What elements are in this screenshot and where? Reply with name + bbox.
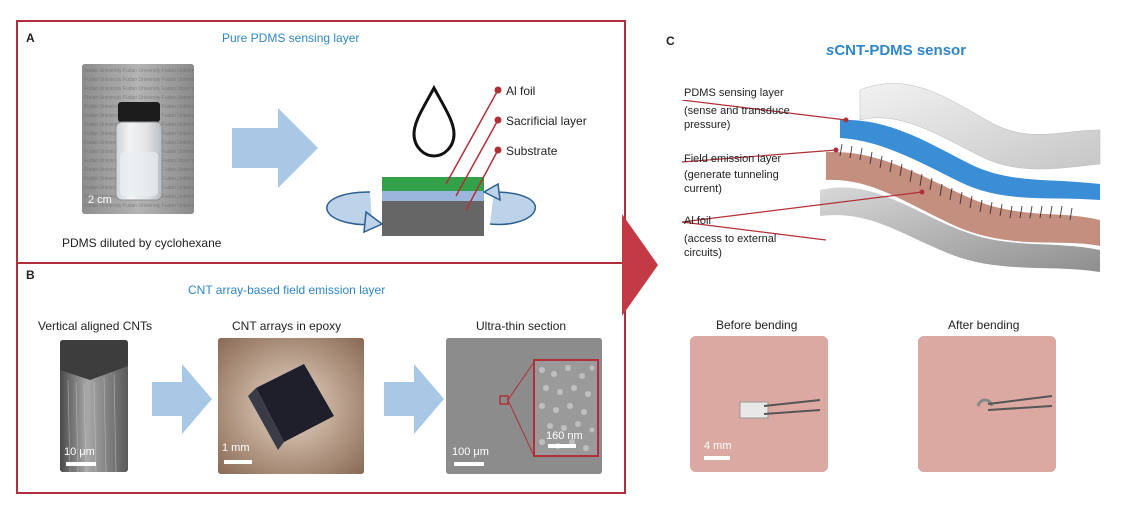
- arrow-right-icon: [384, 364, 444, 434]
- panel-c-letter: C: [666, 34, 675, 48]
- layer-al-foil-desc1: (access to external: [684, 233, 777, 245]
- scale-bar: [704, 456, 730, 460]
- caption-vertical-cnts: Vertical aligned CNTs: [38, 319, 153, 333]
- bottle-background-text: Fudan University Fudan University Fudan …: [84, 68, 194, 74]
- layer-al-foil-desc2: circuits): [684, 247, 722, 259]
- vial-caption: PDMS diluted by cyclohexane: [62, 236, 222, 250]
- scale-label-inset: 160 nm: [546, 430, 583, 442]
- layer-leader-lines: [681, 100, 925, 241]
- label-sacrificial-layer: Sacrificial layer: [506, 114, 587, 128]
- arrow-right-icon: [152, 364, 212, 434]
- photo-scale-label: 4 mm: [704, 440, 732, 452]
- layer-field-emission-desc1: (generate tunneling: [684, 169, 779, 181]
- layer-al-foil-label: Al foil (access to external circuits): [684, 214, 776, 260]
- panel-b-title: CNT array-based field emission layer: [188, 283, 386, 297]
- rotate-right-icon: [489, 191, 537, 226]
- photo-before-bending: 4 mm: [690, 336, 828, 472]
- droplet-icon: [412, 84, 456, 158]
- after-bending-label: After bending: [948, 318, 1020, 332]
- bottle-background-text: Fudan University Fudan University Fudan …: [84, 95, 194, 101]
- scale-bar: [224, 460, 252, 464]
- layer-field-emission-desc2: current): [684, 183, 722, 195]
- rotate-left-icon: [326, 191, 373, 226]
- layer-pdms-label: PDMS sensing layer (sense and transduce …: [684, 86, 790, 132]
- scale-label-section: 100 μm: [452, 446, 489, 458]
- panel-b-frame: [16, 262, 626, 494]
- panel-a-title: Pure PDMS sensing layer: [222, 31, 360, 45]
- before-bending-label: Before bending: [716, 318, 798, 332]
- sem-vertical-cnts: 10 μm: [60, 340, 128, 472]
- scale-bar: [66, 462, 96, 466]
- bottle-background-text: Fudan University Fudan University Fudan …: [84, 86, 194, 92]
- caption-cnt-epoxy: CNT arrays in epoxy: [232, 319, 342, 333]
- layer-field-emission-name: Field emission layer: [684, 153, 782, 165]
- title-italic-s: s: [826, 42, 835, 59]
- spin-coating-diagram: [326, 84, 537, 236]
- layer-pdms-name: PDMS sensing layer: [684, 87, 784, 99]
- layer-pdms-desc1: (sense and transduce: [684, 105, 790, 117]
- scale-label-epoxy: 1 mm: [222, 442, 250, 454]
- arrow-right-icon: [232, 108, 318, 188]
- big-red-arrow-icon: [622, 214, 658, 316]
- panel-c-title: sCNT-PDMS sensor: [826, 42, 966, 59]
- caption-ultra-thin: Ultra-thin section: [476, 319, 567, 333]
- vial-scale-label: 2 cm: [88, 194, 112, 206]
- pdms-vial-photo: Fudan University Fudan University Fudan …: [82, 64, 194, 214]
- title-rest: CNT-PDMS sensor: [834, 42, 967, 59]
- photo-cnt-epoxy: 1 mm: [218, 338, 364, 474]
- layer-al-foil-name: Al foil: [684, 215, 711, 227]
- sensor-layers-illustration: [820, 83, 1101, 272]
- layer-field-emission-label: Field emission layer (generate tunneling…: [684, 152, 781, 196]
- scale-bar: [548, 444, 576, 448]
- vial-illustration: Fudan University Fudan University Fudan …: [82, 64, 194, 214]
- layer-pdms-desc2: pressure): [684, 119, 731, 131]
- panel-b-letter: B: [26, 268, 35, 282]
- scale-bar: [454, 462, 484, 466]
- panel-a-letter: A: [26, 31, 35, 45]
- photo-after-bending: [918, 336, 1056, 472]
- label-al-foil-a: Al foil: [506, 84, 536, 98]
- label-substrate: Substrate: [506, 144, 558, 158]
- sem-ultra-thin-section: 100 μm 160 nm: [446, 338, 602, 474]
- bottle-background-text: Fudan University Fudan University Fudan …: [84, 203, 194, 209]
- bottle-background-text: Fudan University Fudan University Fudan …: [84, 77, 194, 83]
- scale-label-cnt: 10 μm: [64, 446, 95, 458]
